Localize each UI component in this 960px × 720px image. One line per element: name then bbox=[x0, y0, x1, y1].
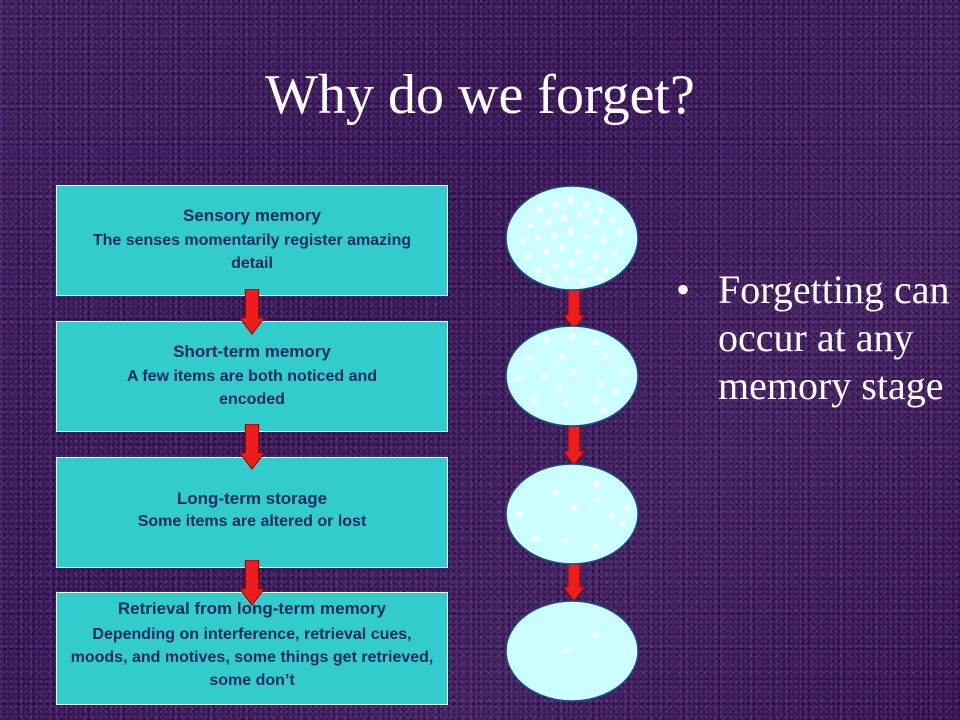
memory-oval-sensory bbox=[505, 185, 639, 291]
down-arrow-icon bbox=[562, 562, 586, 602]
memory-oval-retrieval bbox=[505, 600, 639, 702]
down-arrow-icon bbox=[562, 426, 586, 466]
slide-title: Why do we forget? bbox=[265, 64, 695, 126]
bullet-text: Forgetting can occur at any memory stage bbox=[718, 267, 950, 408]
stage-box-retrieval: Retrieval from long-term memory Dependin… bbox=[56, 592, 448, 705]
stage-description: Some items are altered or lost bbox=[137, 513, 367, 530]
stage-description: Depending on interference, retrieval cue… bbox=[70, 626, 434, 689]
memory-oval-long-term bbox=[505, 463, 639, 565]
down-arrow-icon bbox=[239, 424, 265, 470]
stage-description: A few items are both noticed and encoded bbox=[126, 368, 378, 408]
bullet-dot-icon: • bbox=[676, 267, 691, 312]
down-arrow-icon bbox=[239, 560, 265, 606]
stage-name: Sensory memory bbox=[183, 206, 321, 225]
stage-box-long-term-storage: Long-term storage Some items are altered… bbox=[56, 457, 448, 568]
down-arrow-icon bbox=[239, 289, 265, 335]
stage-name: Short-term memory bbox=[173, 342, 331, 361]
down-arrow-icon bbox=[562, 290, 586, 330]
bullet-list: • Forgetting can occur at any memory sta… bbox=[676, 266, 960, 410]
stage-name: Retrieval from long-term memory bbox=[117, 599, 387, 618]
stage-box-sensory-memory: Sensory memory The senses momentarily re… bbox=[56, 185, 448, 296]
stage-name: Long-term storage bbox=[176, 489, 328, 508]
memory-oval-short-term bbox=[505, 325, 639, 427]
bullet-item: • Forgetting can occur at any memory sta… bbox=[676, 266, 960, 410]
stage-description: The senses momentarily register amazing … bbox=[92, 232, 412, 272]
stage-box-short-term-memory: Short-term memory A few items are both n… bbox=[56, 321, 448, 432]
